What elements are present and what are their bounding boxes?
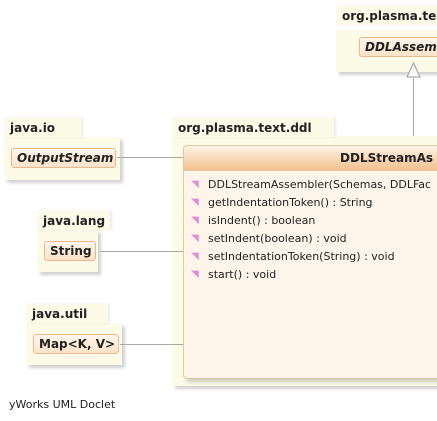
class-ddlassembler: DDLAssem [359, 37, 437, 57]
method-item: ◥ setIndentationToken(String) : void [188, 247, 437, 265]
inheritance-arrow-icon [406, 62, 421, 78]
method-label: isIndent() : boolean [208, 213, 316, 227]
public-method-icon: ◥ [191, 268, 199, 280]
method-label: getIndentationToken() : String [208, 195, 373, 209]
public-method-icon: ◥ [191, 214, 199, 226]
method-item: ◥ start() : void [188, 265, 437, 283]
package-java-io-label: java.io [4, 118, 81, 137]
inheritance-line [413, 78, 414, 146]
method-item: ◥ isIndent() : boolean [188, 211, 437, 229]
dependency-line-string [100, 251, 184, 252]
method-label: setIndent(boolean) : void [208, 231, 347, 245]
method-label: DDLStreamAssembler(Schemas, DDLFac [208, 177, 432, 191]
dependency-line-map [120, 344, 184, 345]
public-method-icon: ◥ [191, 250, 199, 262]
package-java-lang-label: java.lang [37, 211, 110, 230]
footer-credit: yWorks UML Doclet [9, 398, 116, 411]
method-label: start() : void [208, 267, 277, 281]
method-item: ◥ getIndentationToken() : String [188, 193, 437, 211]
method-label: setIndentationToken(String) : void [208, 249, 395, 263]
class-outputstream: OutputStream [11, 148, 116, 168]
method-item: ◥ setIndent(boolean) : void [188, 229, 437, 247]
package-java-util-label: java.util [26, 304, 108, 323]
class-map: Map<K, V> [33, 334, 119, 354]
class-string: String [44, 241, 96, 261]
package-top-label: org.plasma.te [336, 6, 437, 25]
dependency-line-outputstream [117, 157, 184, 158]
public-method-icon: ◥ [191, 232, 199, 244]
method-item: ◥ DDLStreamAssembler(Schemas, DDLFac [188, 175, 437, 193]
public-method-icon: ◥ [191, 178, 199, 190]
method-list: ◥ DDLStreamAssembler(Schemas, DDLFac ◥ get… [184, 171, 437, 283]
class-title: DDLStreamAs [184, 146, 437, 171]
public-method-icon: ◥ [191, 196, 199, 208]
class-ddlstreamassembler: DDLStreamAs ◥ DDLStreamAssembler(Schemas,… [183, 145, 437, 379]
package-ddl-label: org.plasma.text.ddl [172, 118, 334, 137]
